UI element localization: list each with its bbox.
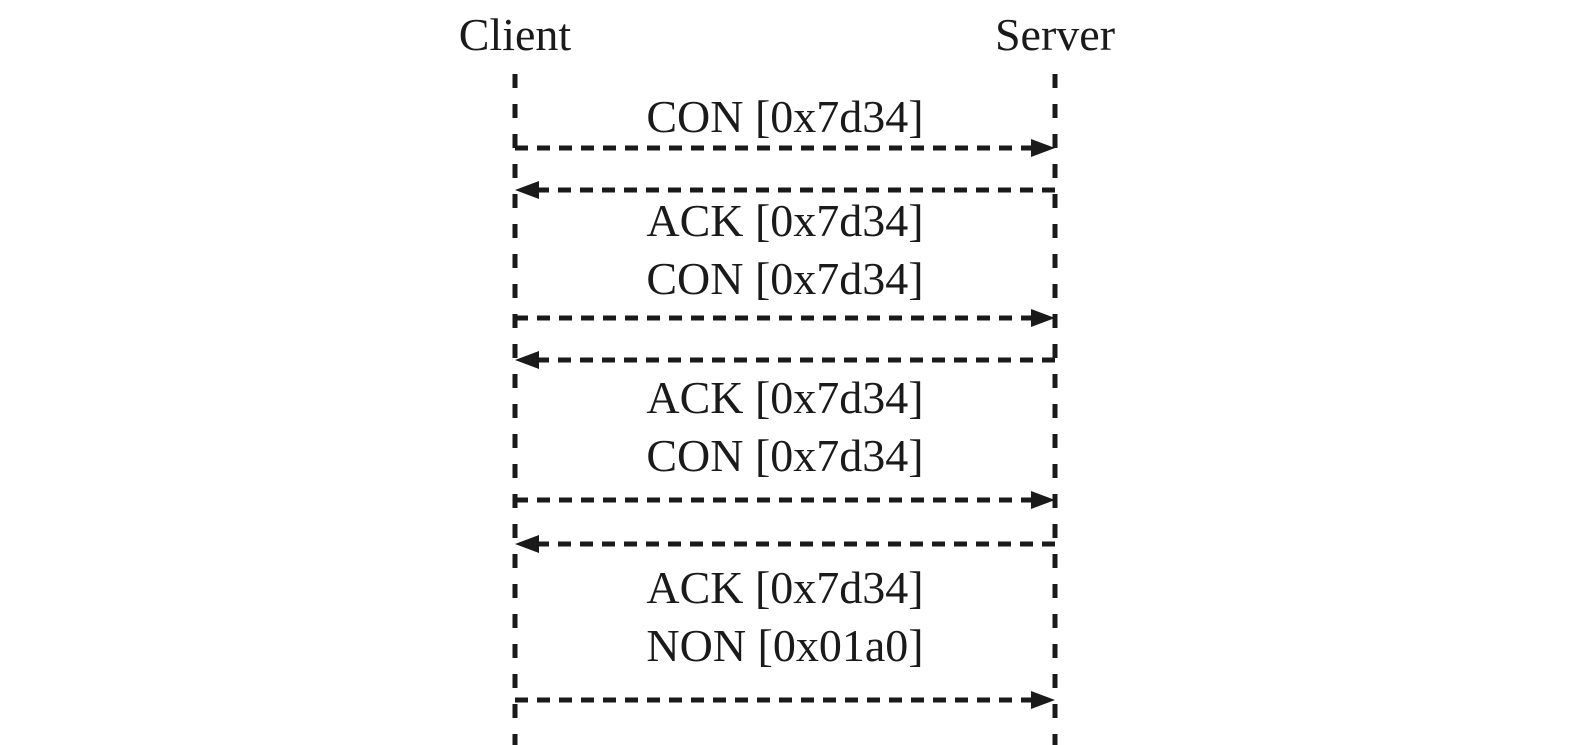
arrow-msg-1: [515, 139, 1055, 157]
message-label-label-4: ACK [0x7d34]: [646, 372, 924, 423]
message-label-label-6: ACK [0x7d34]: [646, 562, 924, 613]
message-label-label-2: ACK [0x7d34]: [646, 195, 924, 246]
arrowhead-left: [515, 351, 539, 369]
message-label-label-5: CON [0x7d34]: [646, 430, 924, 481]
arrow-msg-2: [515, 181, 1055, 199]
message-label-label-3: CON [0x7d34]: [646, 253, 924, 304]
actor-label-client: Client: [458, 9, 572, 60]
arrowhead-right: [1031, 691, 1055, 709]
arrow-msg-3: [515, 309, 1055, 327]
arrowhead-right: [1031, 139, 1055, 157]
arrowhead-right: [1031, 491, 1055, 509]
arrow-msg-7: [515, 691, 1055, 709]
lifelines-group: [512, 74, 1058, 745]
message-label-label-1: CON [0x7d34]: [646, 91, 924, 142]
message-label-label-7: NON [0x01a0]: [646, 620, 924, 671]
arrows-group: [515, 139, 1055, 709]
arrow-msg-4: [515, 351, 1055, 369]
arrow-msg-5: [515, 491, 1055, 509]
actor-label-server: Server: [994, 9, 1116, 60]
arrowhead-right: [1031, 309, 1055, 327]
arrowhead-left: [515, 535, 539, 553]
arrowhead-left: [515, 181, 539, 199]
arrow-msg-6: [515, 535, 1055, 553]
